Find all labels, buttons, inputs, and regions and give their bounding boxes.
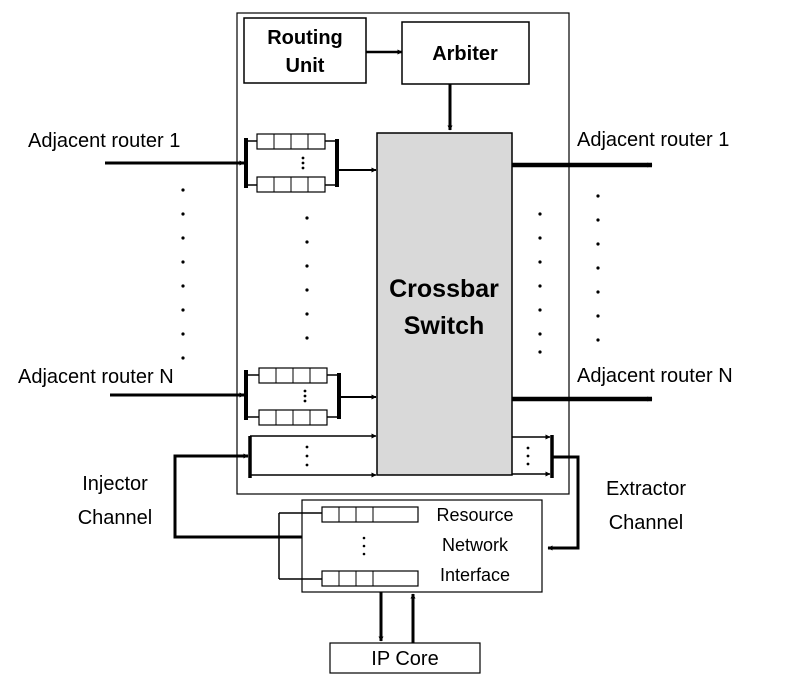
out-router-1-label: Adjacent router 1 bbox=[577, 129, 729, 151]
input-port-1 bbox=[105, 133, 377, 193]
input-buffer-1a bbox=[256, 133, 326, 150]
routing-unit-box: Routing Unit bbox=[243, 17, 367, 84]
ip-core-box: IP Core bbox=[329, 642, 481, 674]
rni-buffer-bottom bbox=[321, 570, 419, 587]
in-router-1-label: Adjacent router 1 bbox=[28, 130, 180, 152]
extractor-channel-line bbox=[547, 455, 580, 551]
arbiter-box: Arbiter bbox=[401, 21, 530, 85]
input-buffer-na bbox=[258, 367, 328, 384]
rni-label-3: Interface bbox=[440, 565, 510, 585]
crossbar-output-ellipsis-dots bbox=[538, 212, 542, 354]
extractor-internal-port bbox=[512, 434, 554, 478]
crossbar-label-1: Crossbar bbox=[389, 275, 499, 303]
arbiter-label: Arbiter bbox=[432, 43, 498, 65]
input-buffer-nb bbox=[258, 409, 328, 426]
rni-label-1: Resource bbox=[436, 505, 513, 525]
out-router-n-label: Adjacent router N bbox=[577, 365, 733, 387]
left-ellipsis-dots bbox=[181, 188, 185, 360]
router-boundary bbox=[236, 12, 570, 495]
injector-label-2: Channel bbox=[78, 507, 153, 529]
ip-core-label: IP Core bbox=[371, 648, 438, 670]
rni-label-2: Network bbox=[442, 535, 509, 555]
input-buffer-1b bbox=[256, 176, 326, 193]
right-ellipsis-dots bbox=[596, 194, 600, 342]
routing-unit-label-1: Routing bbox=[267, 27, 343, 49]
injector-channel-line bbox=[173, 453, 302, 539]
injector-internal-port bbox=[248, 433, 377, 478]
in-router-n-label: Adjacent router N bbox=[18, 366, 174, 388]
crossbar-label-2: Switch bbox=[404, 312, 485, 340]
extractor-label-2: Channel bbox=[609, 512, 684, 534]
buffer-column-ellipsis-dots bbox=[305, 216, 309, 340]
resource-network-interface: Resource Network Interface bbox=[278, 499, 543, 593]
input-port-n bbox=[110, 367, 377, 426]
injector-label-1: Injector bbox=[82, 473, 148, 495]
rni-buffer-top bbox=[321, 506, 419, 523]
routing-unit-label-2: Unit bbox=[286, 55, 325, 77]
extractor-label-1: Extractor bbox=[606, 478, 686, 500]
crossbar-switch: Crossbar Switch bbox=[376, 132, 513, 476]
